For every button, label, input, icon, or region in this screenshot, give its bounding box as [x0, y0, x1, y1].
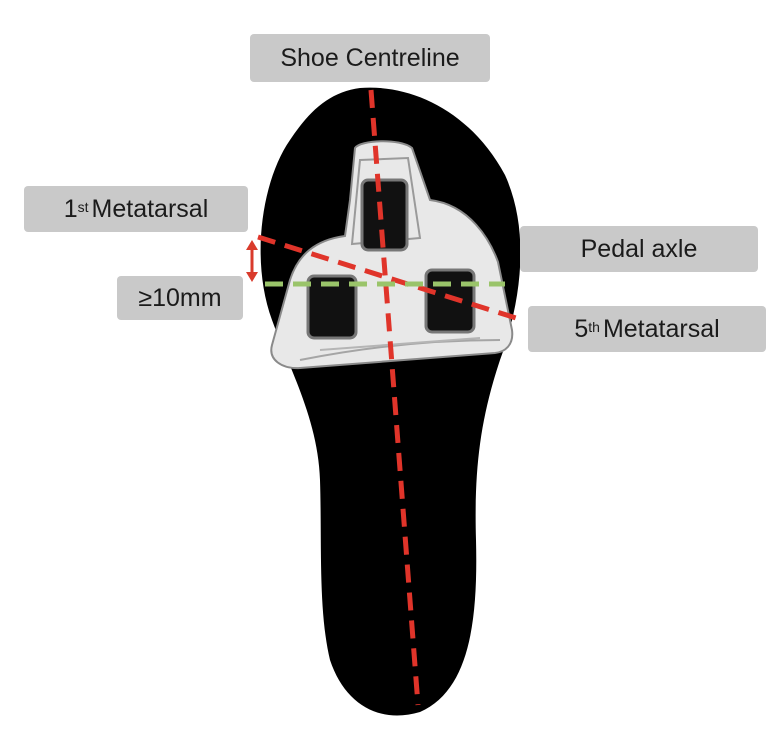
metatarsal-line [257, 234, 517, 321]
shoe-centreline-text: Shoe Centreline [280, 43, 460, 72]
first-metatarsal-number: 1 [63, 194, 78, 223]
fifth-metatarsal-number: 5 [574, 314, 589, 343]
offset-arrow [246, 240, 258, 282]
first-metatarsal-text: Metatarsal [91, 194, 209, 223]
shoe-centreline [368, 89, 421, 706]
fifth-metatarsal-text: Metatarsal [602, 314, 720, 343]
first-metatarsal-suffix: st [77, 199, 89, 215]
pedal-axle-label: Pedal axle [520, 226, 758, 272]
offset-text: ≥10mm [138, 283, 222, 312]
fifth-metatarsal-suffix: th [588, 319, 600, 335]
offset-label: ≥10mm [117, 276, 243, 320]
shoe-centreline-label: Shoe Centreline [250, 34, 490, 82]
pedal-axle-text: Pedal axle [580, 234, 698, 263]
